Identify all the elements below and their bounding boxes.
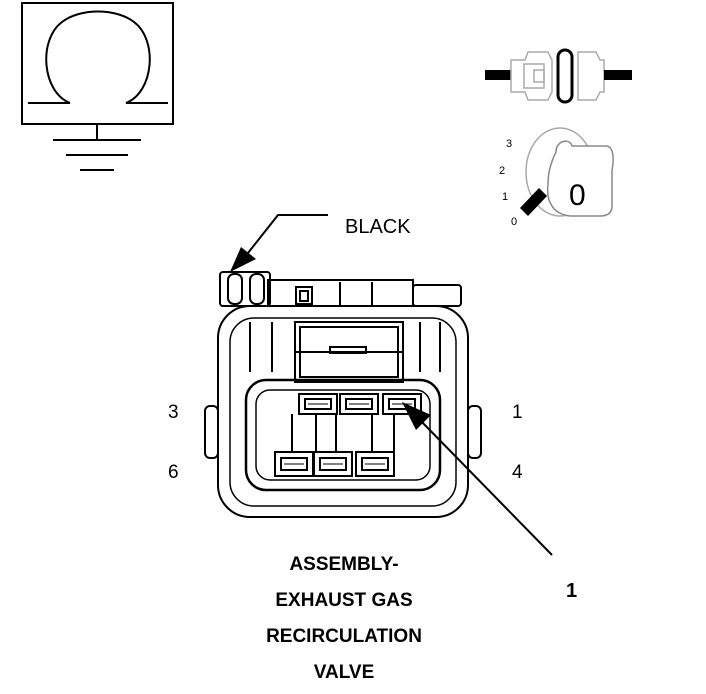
selector-position-1: 1: [502, 191, 508, 203]
pin-6: [274, 451, 314, 477]
title-line-2: EXHAUST GAS: [275, 590, 412, 611]
title-line-4: VALVE: [314, 662, 375, 683]
ignition-switch-off-icon: 3 2 1 0 0: [499, 127, 614, 228]
title-line-3: RECIRCULATION: [266, 626, 422, 647]
title-line-1: ASSEMBLY-: [289, 554, 398, 575]
selector-position-0: 0: [511, 216, 517, 228]
pin-label-bottom-right: 4: [512, 462, 523, 483]
pin-label-top-right: 1: [512, 402, 523, 423]
callout-leader: [402, 402, 553, 556]
selector-position-3: 3: [506, 138, 512, 150]
pin-1: [382, 393, 422, 415]
callout-number: 1: [566, 580, 577, 602]
pin-5: [313, 451, 353, 477]
ohmmeter-icon: [21, 2, 174, 125]
wire-color-label: BLACK: [345, 216, 411, 238]
pin-3: [298, 393, 338, 415]
pin-terminals: [274, 393, 422, 477]
pin-label-bottom-left: 6: [168, 462, 179, 483]
ground-icon: [53, 124, 141, 171]
wire-color-leader: [230, 214, 328, 272]
pin-4: [355, 451, 395, 477]
selector-position-2: 2: [499, 165, 505, 177]
connector-title: ASSEMBLY- EXHAUST GAS RECIRCULATION VALV…: [266, 554, 422, 683]
pin-2: [339, 393, 379, 415]
selector-knob-label: 0: [569, 179, 586, 212]
pin-label-top-left: 3: [168, 402, 179, 423]
connector-disconnect-icon: [485, 48, 632, 104]
connector-body: [204, 271, 482, 518]
